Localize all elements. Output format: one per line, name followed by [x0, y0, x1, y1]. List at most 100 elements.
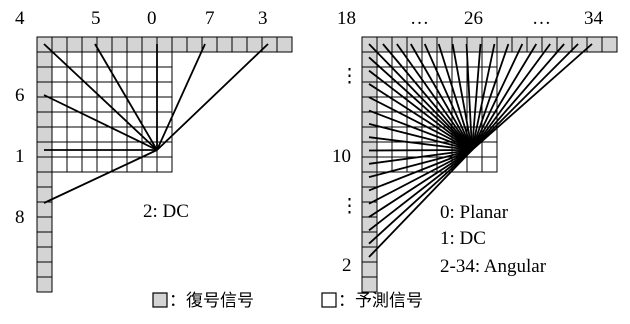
right-direction-ray	[368, 96, 473, 151]
left-reference-left-cell	[36, 246, 53, 263]
left-predicted-cell	[66, 156, 83, 173]
right-predicted-cell	[421, 66, 438, 83]
right-direction-ray	[471, 43, 551, 151]
right-direction-ray	[368, 149, 473, 218]
left-predicted-cell	[156, 66, 173, 83]
right-direction-ray	[368, 149, 473, 258]
left-direction-ray	[43, 149, 158, 204]
left-predicted-cell	[81, 126, 98, 143]
right-direction-ray	[368, 149, 473, 152]
left-reference-left-cell	[36, 261, 53, 278]
right-reference-top-cell	[391, 36, 408, 53]
left-side-label-mode-6: 6	[15, 85, 25, 106]
right-mode-line-angular: 2-34: Angular	[440, 256, 547, 277]
right-side-label-mode-10: 10	[332, 146, 351, 167]
right-predicted-cell	[406, 111, 423, 128]
left-direction-ray	[94, 43, 158, 151]
right-reference-left-cell	[361, 126, 378, 143]
right-direction-ray	[451, 43, 473, 151]
right-predicted-cell	[481, 156, 498, 173]
right-direction-ray	[382, 43, 473, 151]
left-predicted-block	[51, 51, 173, 173]
right-top-label-mode-26: 26	[464, 8, 483, 29]
right-direction-ray	[368, 149, 473, 192]
left-predicted-cell	[141, 81, 158, 98]
left-reference-left-cell	[36, 96, 53, 113]
left-predicted-cell	[111, 51, 128, 68]
left-reference-left-cell	[36, 156, 53, 173]
right-reference-left-cell	[361, 261, 378, 278]
left-reference-top-cell	[111, 36, 128, 53]
left-reference-samples	[36, 36, 293, 293]
left-reference-top-cell	[141, 36, 158, 53]
left-reference-left-cell	[36, 231, 53, 248]
left-reference-left-cell	[36, 66, 53, 83]
left-predicted-cell	[51, 81, 68, 98]
left-predicted-cell	[111, 66, 128, 83]
right-direction-ray	[471, 43, 482, 151]
left-direction-ray	[156, 43, 206, 151]
left-predicted-cell	[156, 51, 173, 68]
right-predicted-cell	[376, 156, 393, 173]
right-direction-ray	[396, 43, 473, 151]
left-reference-top-cell	[51, 36, 68, 53]
right-direction-ray	[368, 109, 473, 151]
right-direction-ray	[471, 43, 524, 151]
left-predicted-cell	[81, 66, 98, 83]
left-reference-top-cell	[216, 36, 233, 53]
right-direction-ray	[471, 43, 565, 151]
left-reference-top-cell	[156, 36, 173, 53]
right-reference-left-cell	[361, 171, 378, 188]
right-mode-line-planar: 0: Planar	[440, 202, 509, 223]
left-predicted-cell	[51, 66, 68, 83]
left-side-label-mode-8: 8	[15, 207, 25, 228]
right-reference-top-cell	[586, 36, 603, 53]
left-reference-left-cell	[36, 51, 53, 68]
left-top-label-mode-4: 4	[15, 8, 25, 29]
left-predicted-cell	[66, 66, 83, 83]
right-direction-ray	[471, 43, 593, 151]
right-direction-ray	[437, 43, 473, 151]
right-predicted-block	[376, 51, 498, 173]
left-mode-text: 2: DC	[143, 201, 189, 222]
right-reference-samples	[361, 36, 618, 293]
right-reference-top-cell	[601, 36, 618, 53]
left-predicted-cell	[96, 126, 113, 143]
left-top-label-mode-0: 0	[147, 8, 157, 29]
right-direction-ray	[423, 43, 473, 151]
left-predicted-cell	[141, 156, 158, 173]
right-direction-ray	[471, 43, 579, 151]
left-reference-left-cell	[36, 276, 53, 293]
left-predicted-cell	[81, 96, 98, 113]
left-top-label-mode-3: 3	[258, 8, 268, 29]
right-direction-ray	[368, 149, 473, 205]
left-predicted-cell	[126, 51, 143, 68]
right-reference-left-cell	[361, 51, 378, 68]
left-direction-ray	[43, 94, 158, 151]
left-predicted-cell	[66, 51, 83, 68]
legend-reconstructed-swatch	[152, 292, 168, 308]
left-predicted-cell	[141, 66, 158, 83]
right-reference-left-cell	[361, 246, 378, 263]
right-direction-ray	[368, 43, 473, 151]
left-predicted-cell	[51, 111, 68, 128]
left-predicted-cell	[141, 96, 158, 113]
right-predicted-cell	[466, 156, 483, 173]
left-top-label-mode-7: 7	[205, 8, 215, 29]
right-direction-ray	[465, 43, 473, 151]
left-predicted-cell	[156, 81, 173, 98]
left-predicted-cell	[66, 111, 83, 128]
right-direction-ray	[471, 43, 538, 151]
left-predicted-cell	[66, 126, 83, 143]
left-reference-top-cell	[246, 36, 263, 53]
right-top-label-mode-18: 18	[337, 8, 356, 29]
right-direction-ray	[368, 83, 473, 151]
left-top-label-mode-5: 5	[91, 8, 101, 29]
left-predicted-cell	[126, 66, 143, 83]
left-predicted-cell	[126, 156, 143, 173]
left-predicted-cell	[66, 81, 83, 98]
left-diagram: 4 5 0 7 3 6 1 8 2: DC	[15, 8, 293, 293]
right-direction-ray	[368, 149, 473, 178]
right-top-label-ellipsis-1: …	[410, 8, 429, 29]
